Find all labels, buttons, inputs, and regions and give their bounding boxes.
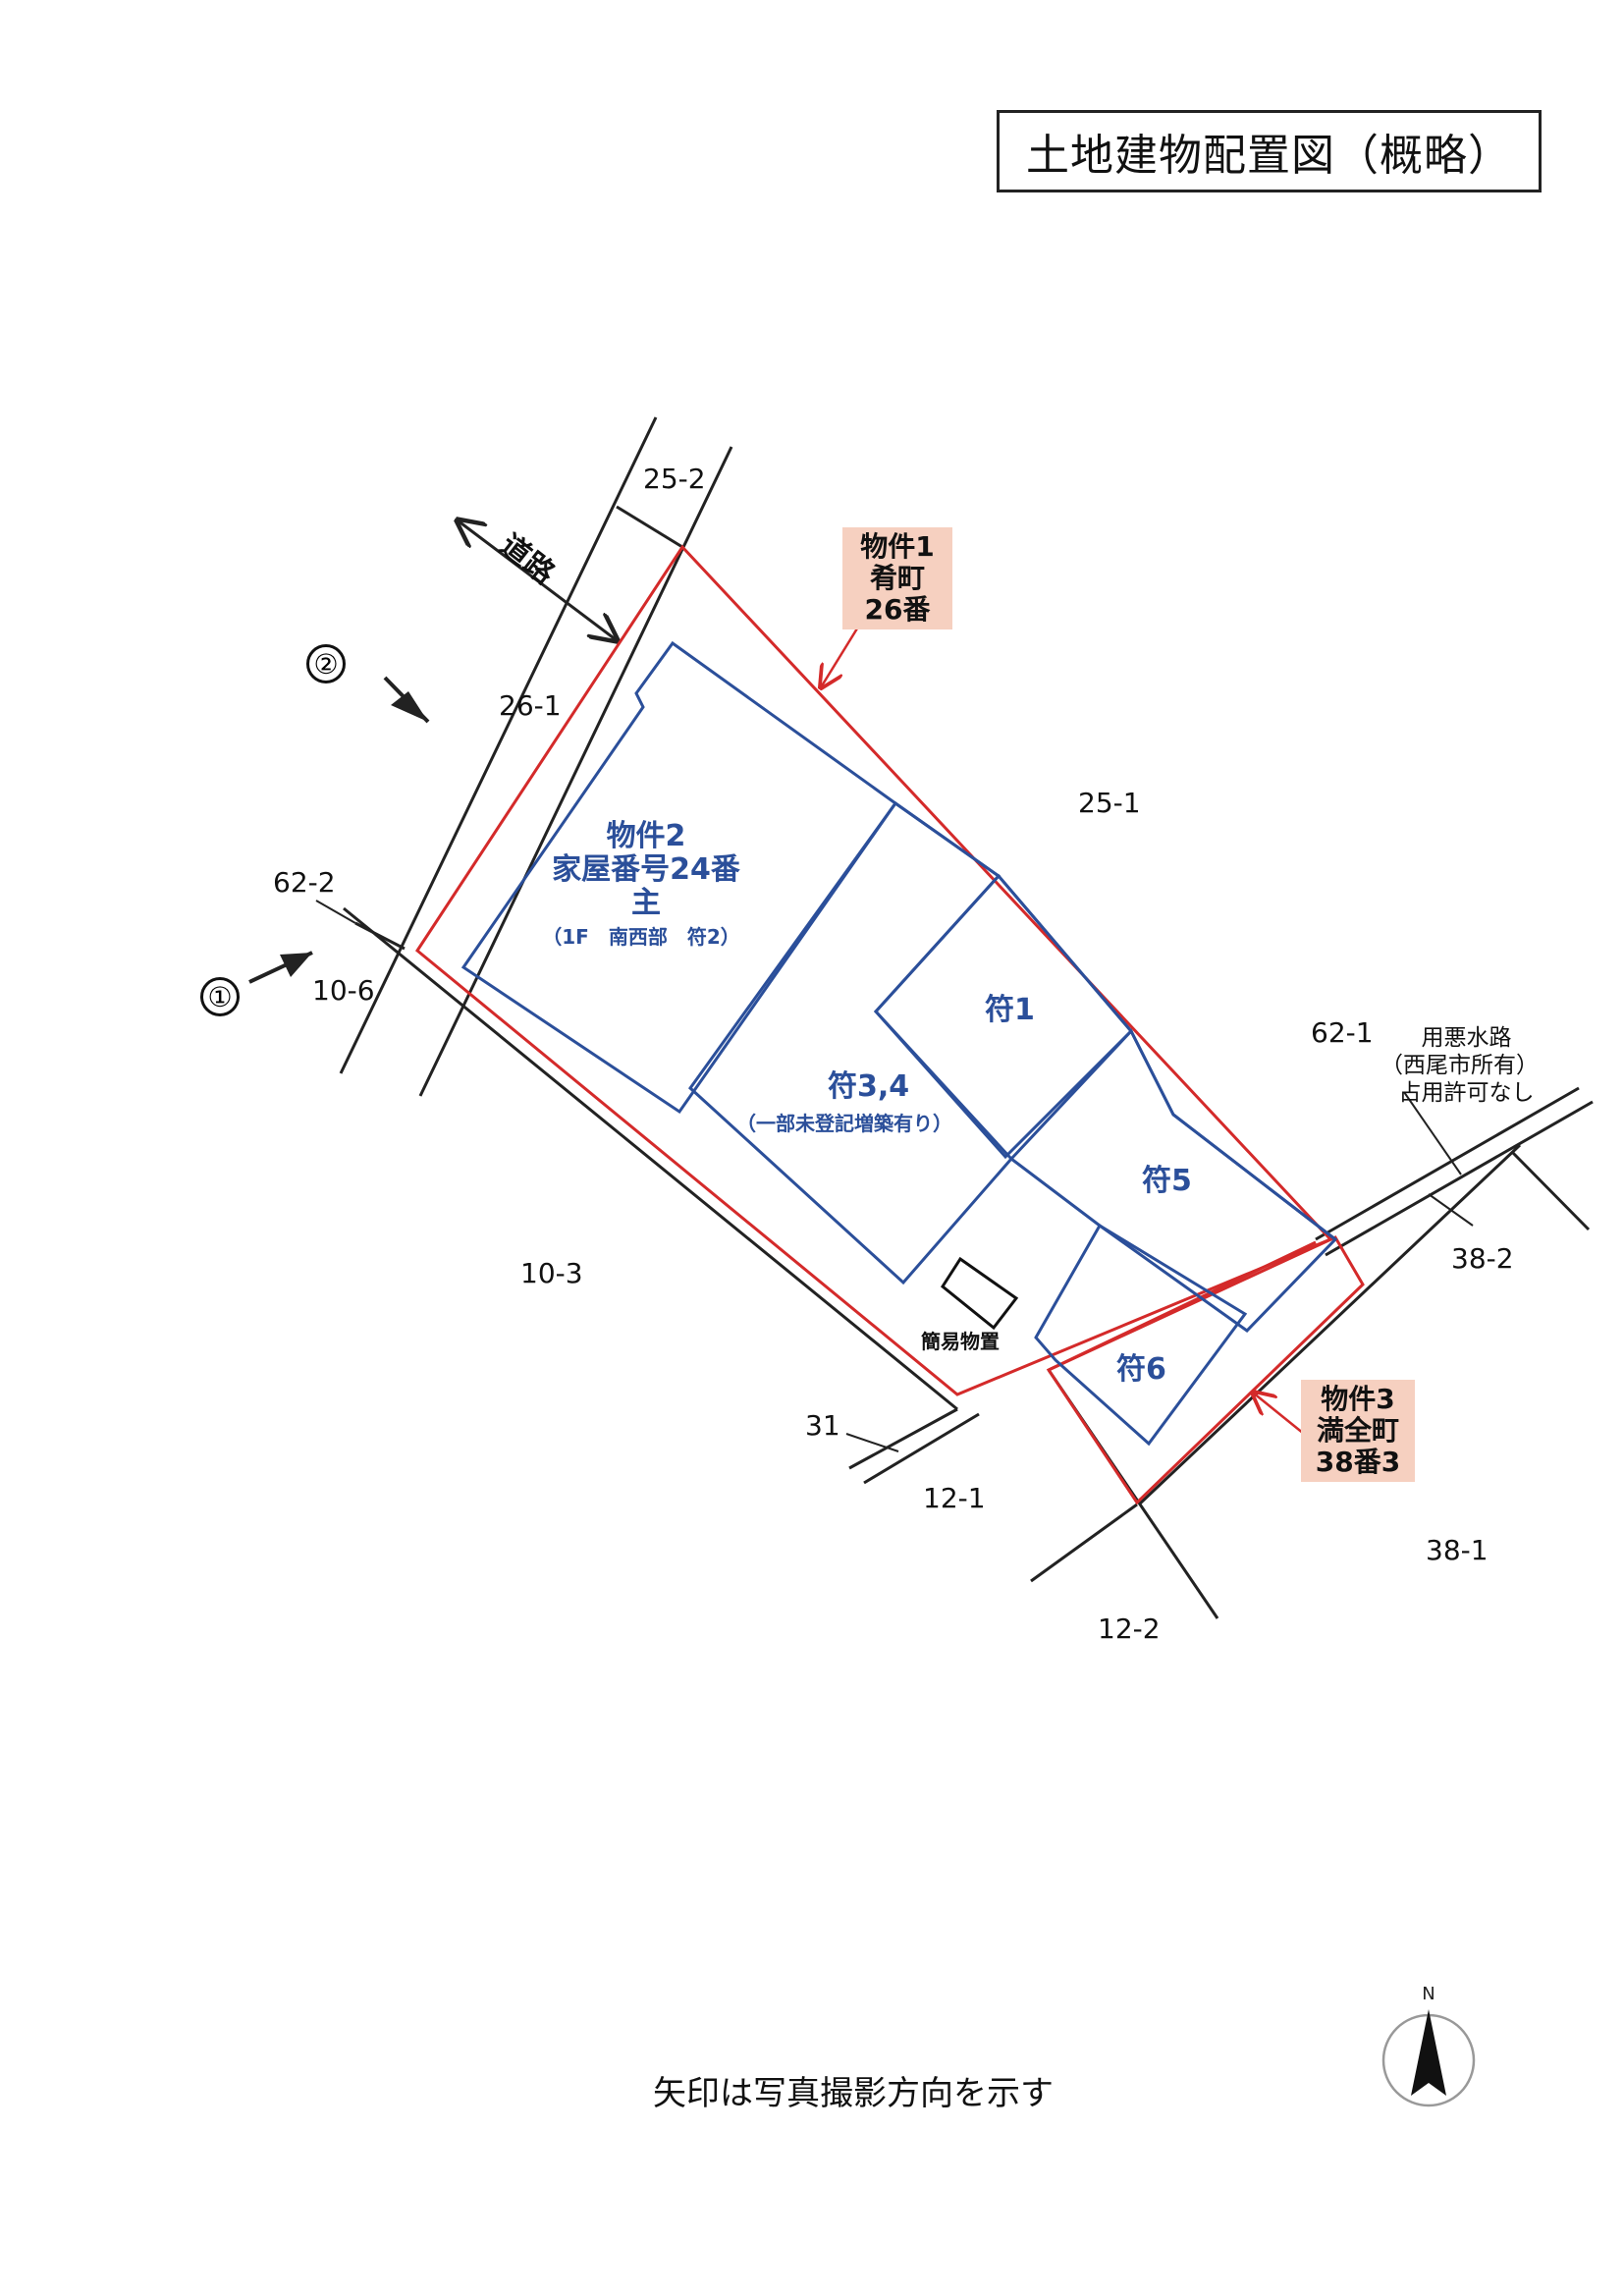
lot-line-31-a	[848, 1407, 958, 1470]
building-main-edge	[894, 801, 1336, 1241]
lot-label-62-1: 62-1	[1311, 1016, 1374, 1049]
lot-label-25-1: 25-1	[1078, 787, 1141, 819]
building-annex-1-label: 符1	[985, 993, 1035, 1027]
building-annex-3-4-note: （一部未登記増築有り）	[736, 1112, 952, 1135]
waterway-name: 用悪水路	[1421, 1025, 1512, 1051]
property3-callout-arrow	[1253, 1393, 1305, 1435]
waterway-owner: （西尾市所有）	[1380, 1053, 1539, 1078]
north-arrow-icon	[1411, 2009, 1446, 2096]
lot-line-38-2-leader	[1428, 1193, 1474, 1227]
property3-boundary-inner	[1048, 1240, 1317, 1372]
property1-name: 物件1	[860, 530, 935, 563]
road-edge-west	[339, 416, 658, 1074]
lot-line-12-1-south	[1030, 1503, 1138, 1583]
simple-storage-label: 簡易物置	[921, 1330, 1000, 1353]
north-compass: N	[1381, 1984, 1476, 2107]
building-main-house-number: 家屋番号24番	[552, 852, 740, 887]
lot-label-38-1: 38-1	[1426, 1534, 1489, 1566]
building-main-type: 主	[631, 886, 661, 920]
building-annex-6	[1034, 1223, 1248, 1447]
photo-marker-2: ②	[306, 644, 346, 683]
lot-line-38-2	[1510, 1150, 1591, 1231]
building-main-note: （1F 南西部 符2）	[542, 925, 740, 949]
photo-arrow-2-head	[391, 691, 428, 722]
compass-n-label: N	[1422, 1984, 1435, 2004]
waterway-edge-south	[1325, 1100, 1594, 1257]
building-main-label: 物件2 家屋番号24番 主 （1F 南西部 符2）	[538, 820, 754, 954]
lot-label-62-2: 62-2	[273, 866, 336, 899]
lot-line-31-b	[863, 1412, 980, 1485]
property1-boundary	[415, 544, 1333, 1396]
lot-line-62-2-b	[354, 921, 406, 951]
property1-town: 肴町	[869, 562, 925, 594]
lot-line-62-2-a	[343, 906, 958, 1411]
waterway-label: 用悪水路 （西尾市所有） 占用許可なし	[1380, 1024, 1539, 1107]
lot-line-38-2-b	[1137, 1143, 1522, 1506]
building-main-property: 物件2	[606, 819, 686, 853]
building-annex-5-label: 符5	[1142, 1164, 1192, 1198]
road-width-arrow	[458, 520, 617, 640]
lot-label-38-2: 38-2	[1451, 1242, 1514, 1275]
lot-line-62-2-leader	[315, 900, 356, 924]
simple-storage-shed	[941, 1256, 1019, 1331]
lot-line-31-leader	[845, 1433, 899, 1452]
lot-line-25-2	[616, 505, 683, 549]
property1-callout: 物件1 肴町 26番	[842, 527, 952, 629]
photo-marker-1: ①	[200, 977, 240, 1016]
property3-callout: 物件3 満全町 38番3	[1301, 1380, 1415, 1482]
lot-label-10-3: 10-3	[520, 1257, 583, 1289]
lot-label-31: 31	[805, 1409, 840, 1442]
waterway-leader	[1403, 1091, 1462, 1175]
footer-note: 矢印は写真撮影方向を示す	[653, 2074, 1054, 2113]
building-annex-3-4-label: 符3,4	[828, 1069, 910, 1104]
property3-town: 満全町	[1316, 1414, 1399, 1447]
lot-label-10-6: 10-6	[312, 974, 375, 1007]
photo-arrow-1-head	[280, 953, 312, 977]
page-title: 土地建物配置図（概略）	[997, 110, 1542, 192]
lot-label-26-1: 26-1	[499, 689, 562, 722]
lot-label-12-1: 12-1	[923, 1482, 986, 1514]
lot-label-25-2: 25-2	[643, 463, 706, 495]
property3-name: 物件3	[1321, 1383, 1395, 1415]
road-edge-east	[418, 446, 733, 1097]
property1-lot-number: 26番	[864, 593, 931, 626]
lot-label-12-2: 12-2	[1098, 1613, 1161, 1645]
waterway-permission: 占用許可なし	[1398, 1080, 1535, 1106]
building-annex-6-label: 符6	[1116, 1352, 1166, 1387]
waterway-edge-north	[1315, 1086, 1580, 1241]
property3-lot-number: 38番3	[1315, 1446, 1401, 1478]
property1-callout-arrow	[821, 628, 859, 687]
